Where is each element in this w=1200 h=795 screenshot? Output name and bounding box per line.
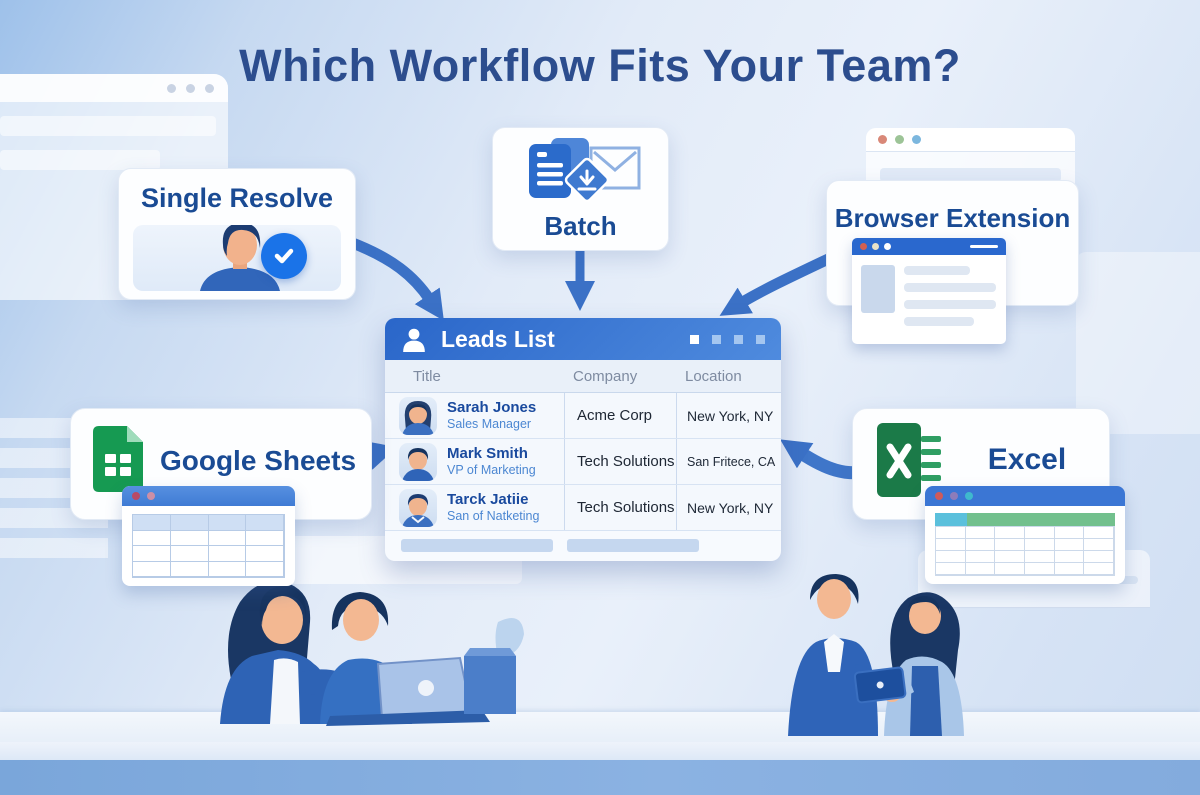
- mockup-titlebar: [852, 238, 1006, 255]
- card-label: Browser Extension: [834, 203, 1071, 233]
- text-placeholder: [904, 283, 996, 292]
- person-icon: [200, 225, 280, 291]
- card-batch: Batch: [492, 127, 669, 251]
- arrow-single-resolve-to-leads: [344, 236, 444, 321]
- page-title: Which Workflow Fits Your Team?: [239, 40, 961, 91]
- user-icon: [403, 328, 425, 352]
- lead-company: Tech Solutions: [565, 439, 677, 484]
- table-row: Sarah Jones Sales Manager Acme Corp New …: [385, 393, 781, 439]
- window-dot-green-icon: [895, 135, 904, 144]
- window-titlebar: [866, 128, 1075, 152]
- woman-dress: [910, 666, 942, 736]
- leads-footer: [385, 531, 781, 560]
- window-dot-red-icon: [132, 492, 140, 500]
- card-label: Excel: [987, 443, 1067, 476]
- avatar: [399, 397, 437, 435]
- check-icon: [261, 233, 307, 279]
- card-label: Single Resolve: [140, 183, 334, 213]
- window-dot-icon: [205, 83, 214, 93]
- leads-list-window: Leads List Title Company Location: [385, 318, 781, 561]
- man-hair: [810, 574, 859, 604]
- text-placeholder: [904, 317, 974, 326]
- lead-role: Sales Manager: [447, 417, 532, 432]
- avatar: [399, 443, 437, 481]
- single-resolve-illustration: [133, 225, 341, 291]
- leads-column-headers: Title Company Location: [385, 360, 781, 393]
- lead-name: Mark Smith: [447, 444, 528, 462]
- floor-band: [0, 760, 1200, 795]
- spreadsheet-grid: [132, 514, 285, 578]
- mockup-titlebar: [122, 486, 295, 506]
- placeholder-row: [880, 168, 1061, 182]
- table-row: Mark Smith VP of Marketing Tech Solution…: [385, 439, 781, 485]
- lead-location: New York, NY: [687, 407, 774, 424]
- placeholder-row: [0, 150, 160, 170]
- spreadsheet-grid: [935, 526, 1115, 576]
- square-icon: [690, 334, 699, 344]
- planter-box: [464, 656, 516, 714]
- lead-location: San Fritece, CA: [687, 454, 776, 469]
- leads-list-title: Leads List: [441, 325, 555, 352]
- tablet: [853, 666, 907, 704]
- card-label: Google Sheets: [159, 445, 357, 476]
- placeholder-row: [0, 116, 216, 136]
- laptop-base: [326, 710, 490, 726]
- window-dot-cyan-icon: [965, 492, 973, 500]
- column-header-company: Company: [573, 367, 638, 385]
- browser-extension-mockup: [852, 238, 1006, 344]
- window-dot-yellow-icon: [872, 243, 879, 250]
- team-illustration-left: [220, 581, 524, 726]
- lead-name: Tarck Jatiie: [447, 490, 529, 508]
- square-icon: [712, 334, 721, 344]
- square-icon: [756, 334, 765, 344]
- window-dot-pink-icon: [147, 492, 155, 500]
- lead-location: New York, NY: [687, 499, 774, 516]
- import-diamond-icon: [564, 157, 609, 203]
- sheets-spreadsheet-mockup: [122, 486, 295, 586]
- lead-role: San of Natketing: [447, 509, 540, 524]
- placeholder-bar: [401, 539, 553, 552]
- window-dot-icon: [186, 83, 195, 93]
- team-illustration-right: [788, 574, 964, 736]
- window-dot-icon: [167, 83, 176, 93]
- spreadsheet-header-row: [935, 513, 1115, 526]
- titlebar-dash: [970, 245, 998, 248]
- table-row: Tarck Jatiie San of Natketing Tech Solut…: [385, 485, 781, 531]
- sheets-icon: [93, 426, 143, 492]
- window-dot-white-icon: [884, 243, 891, 250]
- placeholder-bar: [567, 539, 699, 552]
- lead-company: Acme Corp: [565, 393, 677, 438]
- card-label: Batch: [544, 211, 617, 241]
- excel-spreadsheet-mockup: [925, 486, 1125, 584]
- excel-icon: [877, 423, 945, 497]
- column-header-location: Location: [685, 367, 742, 385]
- square-icon: [734, 334, 743, 344]
- lead-role: VP of Marketing: [447, 463, 536, 478]
- documents-and-import-icon: [528, 138, 640, 203]
- avatar: [399, 489, 437, 527]
- window-dot-red-icon: [860, 243, 867, 250]
- text-placeholder: [904, 266, 970, 275]
- column-header-title: Title: [413, 367, 441, 385]
- desk-front: [0, 742, 1200, 762]
- leads-list-header: Leads List: [385, 318, 781, 360]
- window-dot-red-icon: [878, 135, 887, 144]
- image-placeholder: [861, 265, 895, 313]
- text-placeholder: [904, 300, 996, 309]
- man-jacket: [788, 638, 878, 736]
- card-single-resolve: Single Resolve: [118, 168, 356, 300]
- lead-company: Tech Solutions: [565, 485, 677, 530]
- man-hair: [331, 592, 389, 630]
- window-dot-blue-icon: [912, 135, 921, 144]
- window-titlebar: [0, 74, 228, 102]
- window-dot-purple-icon: [950, 492, 958, 500]
- window-control-squares: [690, 334, 765, 344]
- lead-name: Sarah Jones: [447, 398, 537, 416]
- window-dot-red-icon: [935, 492, 943, 500]
- decorative-panel: [1076, 252, 1200, 434]
- mockup-titlebar: [925, 486, 1125, 506]
